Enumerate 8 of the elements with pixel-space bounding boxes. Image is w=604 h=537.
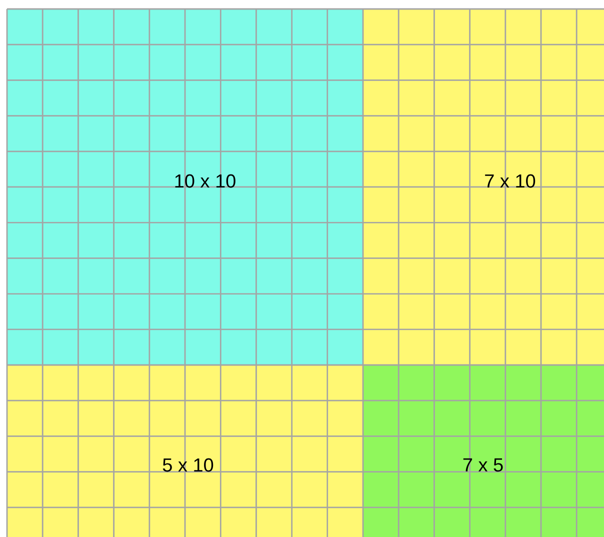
grid-region: [7, 365, 363, 537]
area-label: 5 x 10: [162, 458, 214, 472]
grid-region: [363, 9, 604, 365]
grid-region: [363, 365, 604, 537]
area-label: 10 x 10: [175, 174, 236, 188]
area-label: 7 x 5: [463, 458, 503, 472]
grid-region: [7, 9, 363, 365]
area-label: 7 x 10: [485, 174, 536, 188]
